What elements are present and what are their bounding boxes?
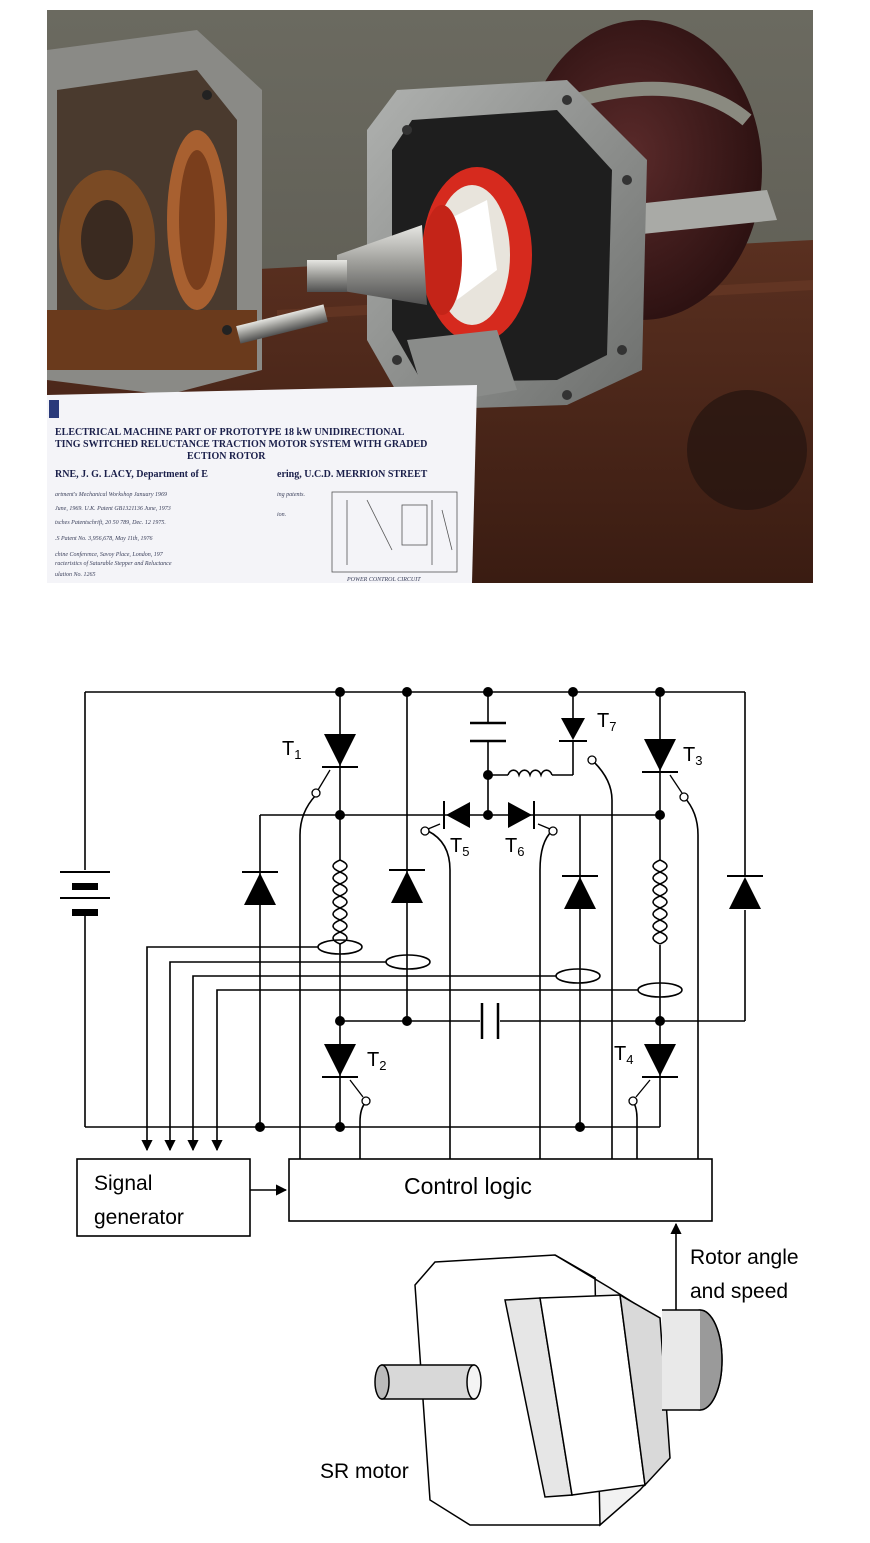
label-t1: T1 [282, 738, 301, 762]
plaque-title-1: ELECTRICAL MACHINE PART OF PROTOTYPE 18 … [55, 427, 405, 438]
control-logic-label: Control logic [404, 1173, 532, 1199]
battery-icon [60, 871, 110, 916]
junction-dots [255, 687, 665, 1132]
label-t3: T3 [683, 744, 702, 768]
winding-b-icon [652, 859, 668, 945]
plaque-authors-tail: ering, U.C.D. MERRION STREET [277, 469, 428, 480]
photo-illustration: ELECTRICAL MACHINE PART OF PROTOTYPE 18 … [47, 10, 813, 583]
signal-generator-box [76, 1158, 251, 1237]
prototype-photo: ELECTRICAL MACHINE PART OF PROTOTYPE 18 … [47, 10, 813, 583]
plaque-note-4: .S Patent No. 3,956,678, May 11th, 1976 [55, 536, 153, 542]
diode-left-icon [242, 871, 278, 905]
capacitor-top-icon [470, 721, 506, 743]
circuit-svg: T1 T2 T3 T4 T5 T6 T7 Signal generator Co… [60, 687, 799, 1527]
label-t5: T5 [450, 835, 469, 859]
signal-generator-label-1: Signal [94, 1172, 152, 1195]
label-t2: T2 [367, 1049, 386, 1073]
signal-generator-label-2: generator [94, 1206, 184, 1229]
thyristor-t2-icon [322, 1044, 371, 1106]
thyristor-t7-icon [559, 718, 597, 765]
diode-right-icon [727, 875, 763, 909]
motor-label: SR motor [320, 1460, 409, 1483]
plaque-authors: RNE, J. G. LACY, Department of E [55, 469, 208, 480]
rotor-label-1: Rotor angle [690, 1246, 799, 1269]
capacitor-bottom-icon [480, 1003, 500, 1039]
control-logic-box [288, 1158, 713, 1222]
circuit-diagram: T1 T2 T3 T4 T5 T6 T7 Signal generator Co… [0, 600, 870, 1538]
info-plaque: ELECTRICAL MACHINE PART OF PROTOTYPE 18 … [49, 400, 458, 583]
sensor-wires [141, 939, 683, 1152]
plaque-side-2: ion. [277, 512, 286, 518]
thyristor-t4-icon [628, 1044, 678, 1106]
sr-motor-icon [374, 1254, 723, 1527]
plaque-figure-caption: POWER CONTROL CIRCUIT [346, 577, 421, 583]
thyristor-t5-icon [420, 801, 470, 836]
diode-center-right-icon [562, 875, 598, 909]
label-t7: T7 [597, 710, 616, 734]
plaque-note-6: racteristics of Saturable Stepper and Re… [55, 560, 172, 567]
diode-center-left-icon [389, 869, 425, 903]
label-t6: T6 [505, 835, 524, 859]
thyristor-t1-icon [311, 734, 358, 798]
plaque-note-3: tsches Patentschrift, 20 50 789, Dec. 12… [55, 519, 166, 526]
plaque-note-7: ulation No. 1265 [55, 572, 96, 578]
plaque-circuit-thumbnail [331, 491, 458, 573]
plaque-side-1: ing patents. [277, 492, 305, 498]
university-logo [49, 400, 59, 418]
plaque-note-1: artment's Mechanical Workshop January 19… [55, 492, 167, 498]
plaque-title-3: ECTION ROTOR [187, 451, 266, 462]
thyristor-t3-icon [642, 739, 689, 802]
winding-a-icon [332, 859, 348, 945]
plaque-note-2: June, 1969. U.K. Patent GB1321136 June, … [55, 506, 171, 512]
main-bus-wires [84, 691, 746, 1160]
rotor-label-2: and speed [690, 1280, 788, 1303]
label-t4: T4 [614, 1043, 633, 1067]
plaque-note-5: chine Conference, Savoy Place, London, 1… [55, 551, 164, 558]
plaque-title-2: TING SWITCHED RELUCTANCE TRACTION MOTOR … [55, 439, 427, 450]
commutation-inductor-icon [507, 769, 553, 778]
thyristor-t6-icon [508, 801, 558, 836]
